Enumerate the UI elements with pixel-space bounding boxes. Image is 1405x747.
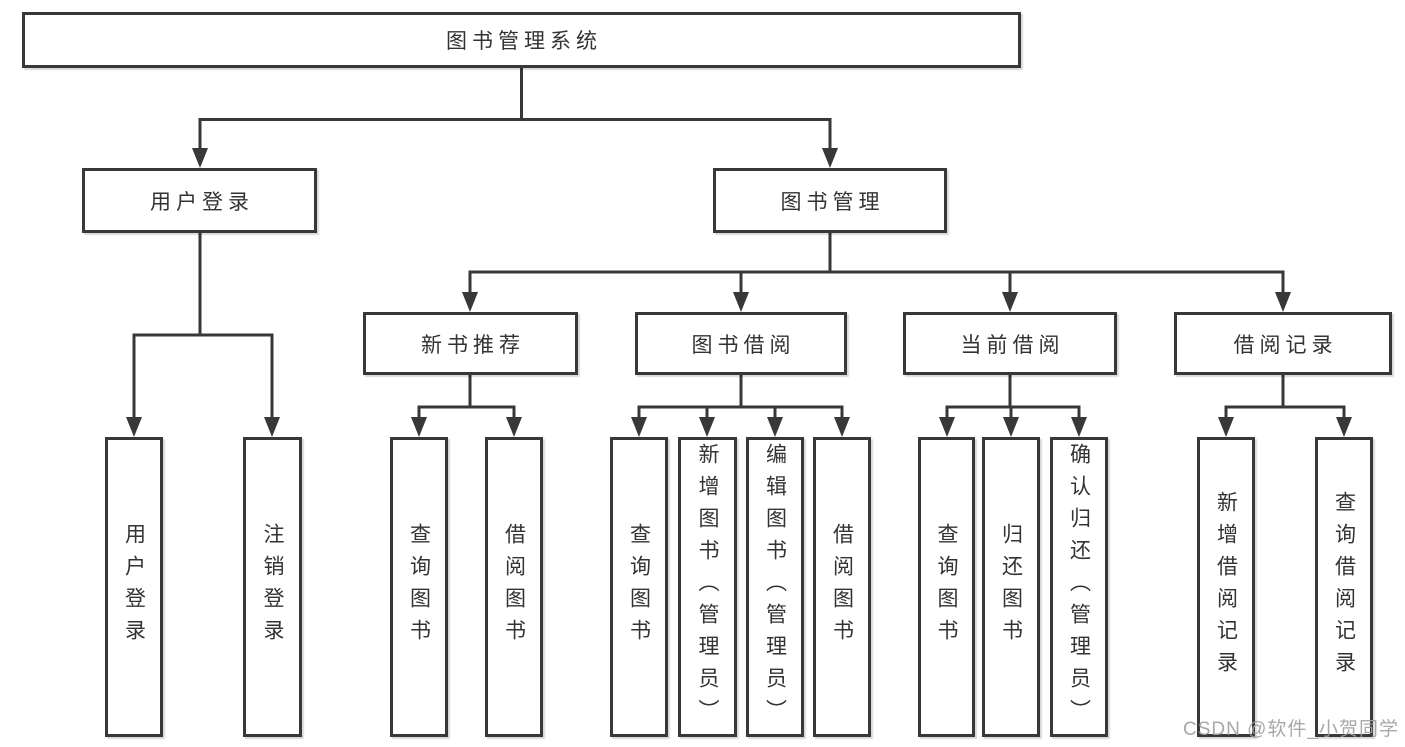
node-query-books-borrowing-label: 查询图书 — [627, 523, 651, 651]
node-borrowing-records: 借阅记录 — [1174, 312, 1392, 375]
node-borrow-books-recommend-label: 借阅图书 — [502, 523, 526, 651]
node-user-login-leaf-label: 用户登录 — [122, 523, 146, 651]
node-borrow-books-recommend: 借阅图书 — [485, 437, 543, 737]
node-return-books-label: 归还图书 — [999, 523, 1023, 651]
node-add-book-admin: 新增图书（管理员） — [678, 437, 737, 737]
node-current-borrowing: 当前借阅 — [903, 312, 1117, 375]
node-book-borrowing: 图书借阅 — [635, 312, 847, 375]
node-query-books-recommend: 查询图书 — [390, 437, 448, 737]
node-library-management-system: 图书管理系统 — [22, 12, 1021, 68]
node-query-books-borrowing: 查询图书 — [610, 437, 668, 737]
node-borrow-books-borrowing-label: 借阅图书 — [830, 523, 854, 651]
node-query-books-recommend-label: 查询图书 — [407, 523, 431, 651]
node-add-book-admin-label: 新增图书（管理员） — [696, 443, 719, 731]
node-query-books-current-label: 查询图书 — [935, 523, 958, 651]
node-new-book-recommendation: 新书推荐 — [363, 312, 578, 375]
csdn-watermark: CSDN @软件_小贺同学 — [1183, 719, 1399, 740]
node-add-borrow-record: 新增借阅记录 — [1197, 437, 1255, 737]
node-logout-label: 注销登录 — [261, 523, 284, 651]
node-confirm-return-admin: 确认归还（管理员） — [1050, 437, 1108, 737]
node-add-borrow-record-label: 新增借阅记录 — [1214, 491, 1238, 683]
node-query-borrow-record: 查询借阅记录 — [1315, 437, 1373, 737]
node-edit-book-admin: 编辑图书（管理员） — [746, 437, 804, 737]
node-logout: 注销登录 — [243, 437, 302, 737]
node-confirm-return-admin-label: 确认归还（管理员） — [1067, 443, 1091, 731]
node-borrow-books-borrowing: 借阅图书 — [813, 437, 871, 737]
node-return-books: 归还图书 — [982, 437, 1040, 737]
node-book-management: 图书管理 — [713, 168, 947, 233]
node-query-borrow-record-label: 查询借阅记录 — [1332, 491, 1356, 683]
node-edit-book-admin-label: 编辑图书（管理员） — [763, 443, 787, 731]
node-query-books-current: 查询图书 — [918, 437, 975, 737]
node-user-login-leaf: 用户登录 — [105, 437, 163, 737]
node-user-login: 用户登录 — [82, 168, 317, 233]
